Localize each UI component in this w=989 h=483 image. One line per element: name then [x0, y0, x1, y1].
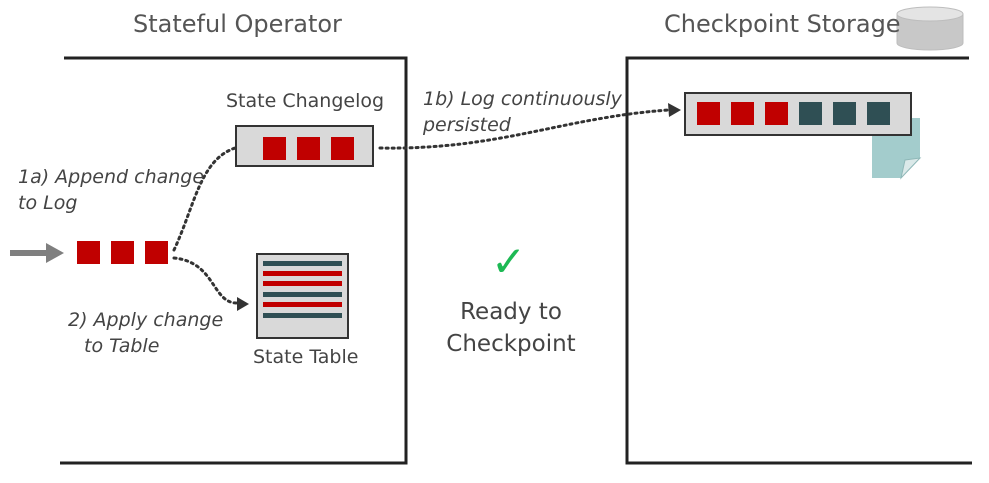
append-connector: [172, 146, 237, 252]
table-row: [263, 292, 342, 297]
apply-connector-head: [237, 297, 249, 311]
persisted-entry: [731, 102, 754, 125]
operator-title: Stateful Operator: [133, 10, 342, 38]
check-icon: ✓: [491, 237, 527, 286]
append-annotation: 1a) Append change to Log: [18, 166, 205, 214]
table-row: [263, 281, 342, 286]
changelog-entry: [263, 137, 286, 160]
persisted-entry: [697, 102, 720, 125]
table-row: [263, 271, 342, 276]
input-change: [77, 241, 100, 264]
operator-frame: [60, 56, 408, 465]
input-change: [145, 241, 168, 264]
changelog-entry: [331, 137, 354, 160]
persisted-entry: [765, 102, 788, 125]
persist-connector-head: [668, 103, 681, 117]
storage-frame: [625, 56, 972, 465]
state-table: [256, 253, 349, 339]
ready-status: Ready to Checkpoint: [446, 299, 576, 357]
incoming-arrow-head: [46, 243, 64, 263]
changelog-entry: [297, 137, 320, 160]
table-row: [263, 313, 342, 318]
storage-title: Checkpoint Storage: [664, 10, 901, 38]
changelog-box: [235, 125, 374, 167]
table-row: [263, 302, 342, 307]
persisted-entry: [799, 102, 822, 125]
database-icon: [896, 6, 964, 51]
apply-annotation: 2) Apply change to Table: [68, 309, 224, 357]
persisted-entry: [867, 102, 890, 125]
apply-connector: [172, 256, 238, 305]
table-row: [263, 261, 342, 266]
table-label: State Table: [253, 346, 359, 368]
persist-annotation: 1b) Log continuously persisted: [423, 88, 622, 136]
input-change: [111, 241, 134, 264]
persist-connector: [378, 108, 670, 150]
changelog-label: State Changelog: [226, 90, 385, 112]
persisted-log: [684, 92, 912, 136]
persisted-entry: [833, 102, 856, 125]
